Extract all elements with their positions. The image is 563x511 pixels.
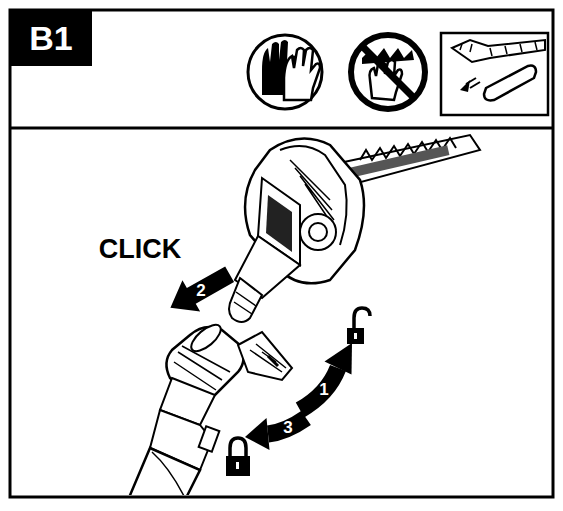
callout-number: 2	[196, 282, 205, 299]
no-touch-icon	[351, 35, 425, 109]
click-label: CLICK	[99, 236, 182, 263]
unlocked-icon	[347, 308, 370, 344]
locked-icon	[226, 438, 250, 476]
lock-arrow	[245, 418, 306, 450]
blade-guard-icon	[441, 33, 548, 115]
step-badge: B1	[10, 10, 92, 66]
unlock-arrow	[300, 343, 352, 410]
callout-number: 1	[319, 381, 328, 398]
trimmer-drawing	[128, 135, 480, 495]
direction-arrow	[162, 259, 239, 324]
step-number: B1	[29, 19, 72, 58]
divider	[10, 127, 553, 130]
callout-number: 3	[283, 419, 292, 436]
frame	[10, 10, 553, 497]
gloves-icon	[248, 35, 322, 109]
